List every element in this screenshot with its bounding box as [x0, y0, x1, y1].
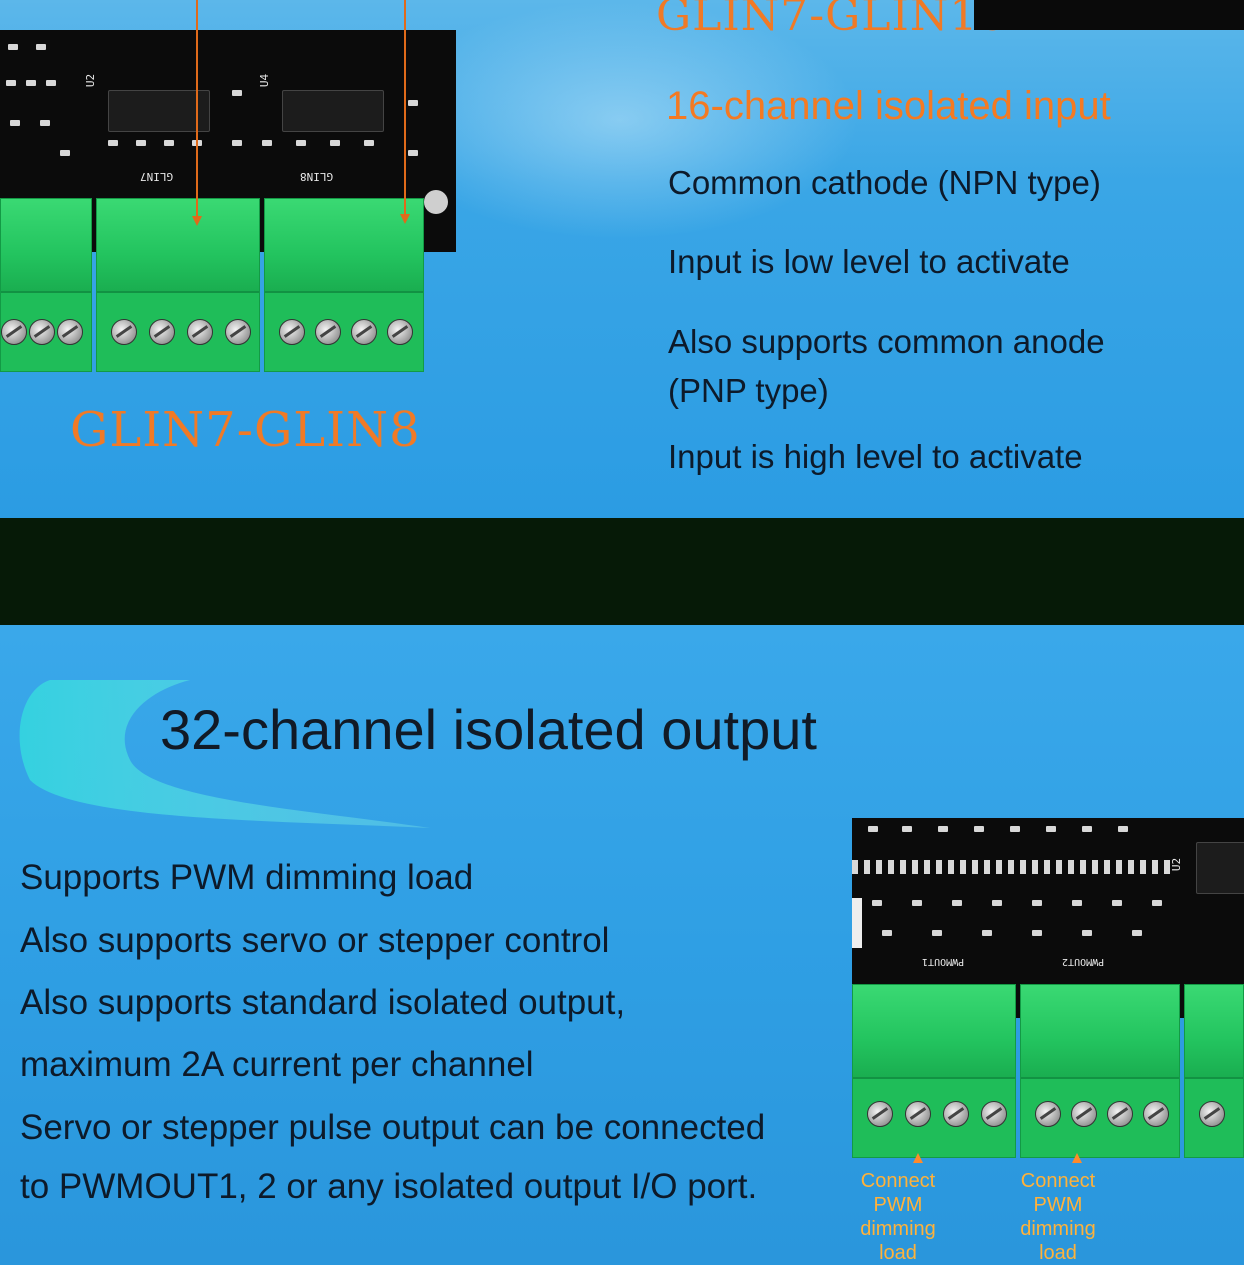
output-terminal-block-2 [1020, 984, 1180, 1158]
silk-pwmout1: PWMOUT1 [922, 956, 965, 967]
silk-u2: U2 [84, 73, 98, 88]
background-glow [380, 0, 860, 240]
silk-glin7: GLIN7 [140, 170, 174, 183]
pointer-wire-1 [196, 0, 198, 218]
input-line-3: Also supports common anode [668, 323, 1105, 360]
output-terminal-block-3 [1184, 984, 1244, 1158]
terminal-block-glin8 [264, 198, 424, 372]
output-heading: 32-channel isolated output [160, 698, 817, 761]
silk-pwmout2: PWMOUT2 [1062, 956, 1105, 967]
input-line-1: Common cathode (NPN type) [668, 164, 1101, 201]
input-line-2: Input is low level to activate [668, 243, 1070, 280]
section-divider-band [0, 518, 1244, 625]
output-line-6: to PWMOUT1, 2 or any isolated output I/O… [20, 1167, 758, 1206]
input-line-4: (PNP type) [668, 372, 829, 409]
caption-arrow-2 [1072, 1153, 1082, 1163]
output-line-3: Also supports standard isolated output, [20, 983, 626, 1022]
output-line-5: Servo or stepper pulse output can be con… [20, 1108, 766, 1147]
input-chip-u2 [108, 90, 210, 132]
terminal-block-glin7 [96, 198, 260, 372]
output-terminal-block-1 [852, 984, 1016, 1158]
input-chip-u4 [282, 90, 384, 132]
output-line-2: Also supports servo or stepper control [20, 921, 610, 960]
heading-swoosh-decoration [19, 680, 430, 828]
caption-arrow-1 [913, 1153, 923, 1163]
terminal-block-left [0, 198, 92, 372]
caption-pwm-load-1: Connect PWM dimming load [860, 1170, 936, 1264]
capacitor [424, 190, 448, 214]
silk-glin8: GLIN8 [300, 170, 334, 183]
pointer-wire-2 [404, 0, 406, 216]
caption-pwm-load-2: Connect PWM dimming load [1020, 1170, 1096, 1264]
output-line-4: maximum 2A current per channel [20, 1045, 534, 1084]
white-connector [852, 898, 862, 948]
label-glin7-glin10: GLIN7-GLIN10 [656, 0, 1008, 41]
dark-photo-corner [974, 0, 1244, 30]
pointer-arrow-2 [400, 214, 410, 224]
input-line-5: Input is high level to activate [668, 438, 1083, 475]
output-line-1: Supports PWM dimming load [20, 858, 474, 897]
silk-u2-output: U2 [1170, 857, 1184, 872]
input-heading: 16-channel isolated input [666, 84, 1111, 128]
silk-u4: U4 [258, 73, 272, 88]
input-section: U2 U4 GLIN7 GLIN8 [0, 0, 1244, 518]
pointer-arrow-1 [192, 216, 202, 226]
output-chip-u2 [1196, 842, 1244, 894]
output-section: 32-channel isolated output Supports PWM … [0, 625, 1244, 1265]
label-glin7-glin8: GLIN7-GLIN8 [70, 402, 421, 458]
